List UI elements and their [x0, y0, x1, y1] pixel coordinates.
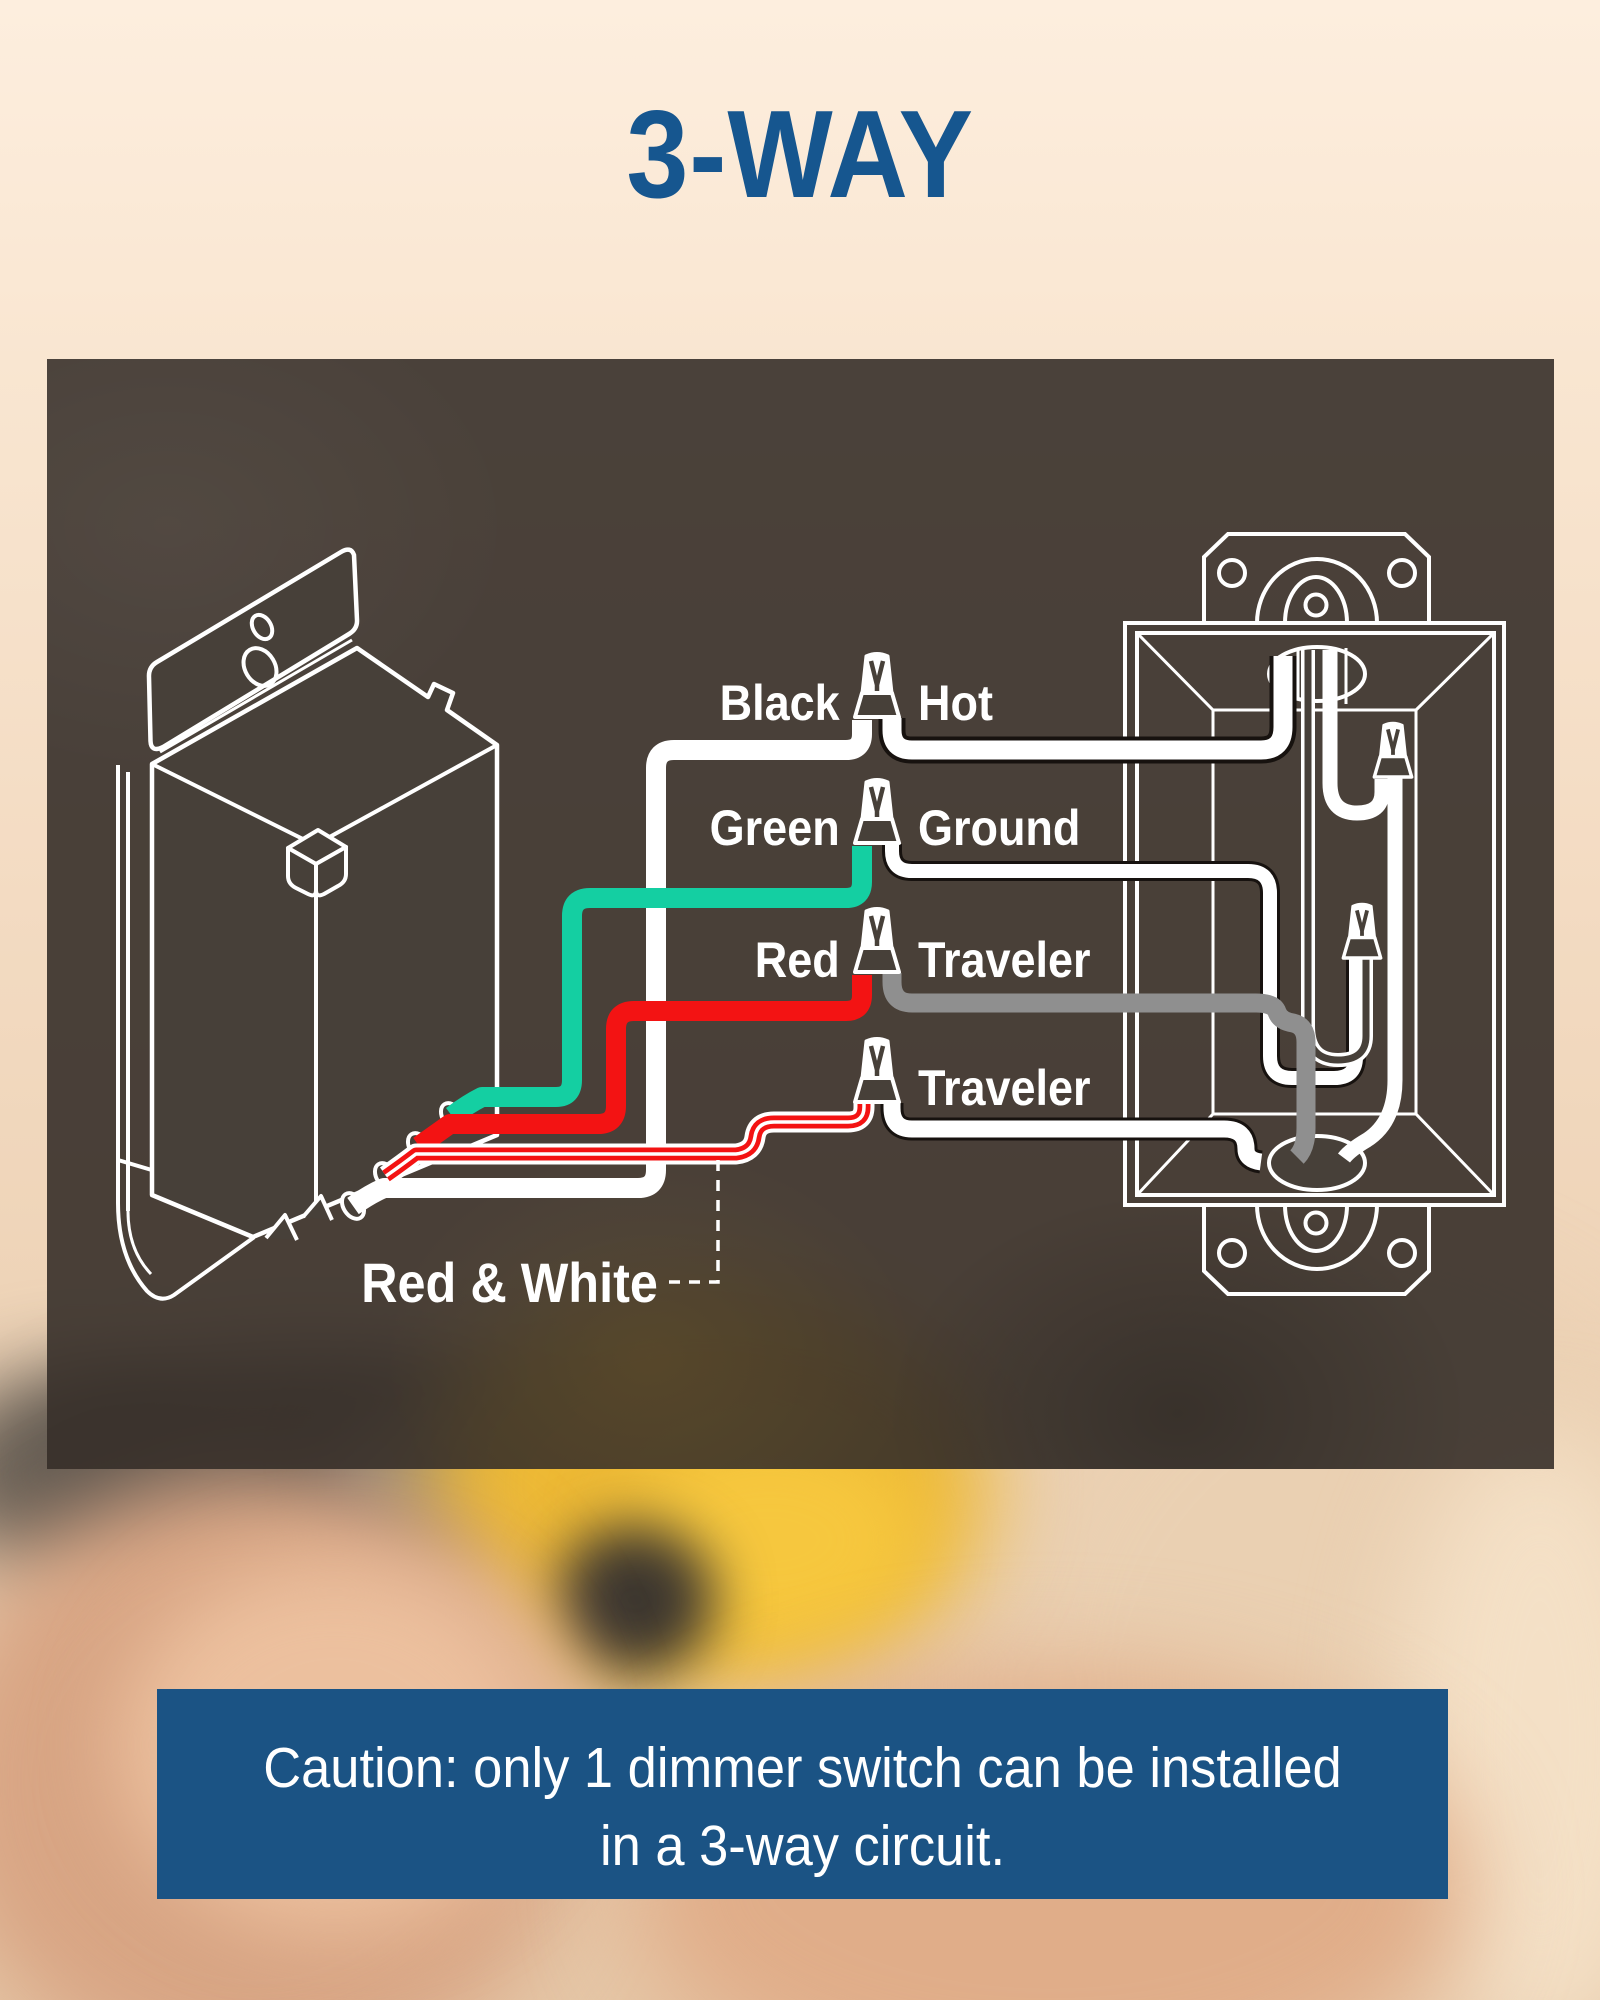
- wire-nut-icon: [855, 909, 899, 973]
- switch-toggle-knob: [286, 828, 348, 898]
- gray-traveler-wire: [882, 972, 1316, 1164]
- wire-label-traveler-1: Traveler: [918, 933, 1091, 989]
- wire-label-hot: Hot: [918, 676, 993, 732]
- box-interior-wire-up: [1322, 650, 1390, 821]
- wire-label-red: Red: [755, 933, 840, 989]
- bracket-screw-hole: [1217, 558, 1247, 588]
- box-bottom-bracket: [1202, 1205, 1431, 1296]
- wire-label-ground: Ground: [918, 801, 1080, 857]
- red-wire: [413, 975, 872, 1155]
- bracket-center-hole: [1303, 1210, 1329, 1236]
- box-outer-rect: [1123, 621, 1506, 1207]
- white-traveler-wire: [883, 1099, 1263, 1171]
- wire-nut-icon: [855, 780, 899, 844]
- hot-wire: [882, 656, 1293, 760]
- switch-bottom-flap: [116, 1157, 255, 1301]
- switch-body: [149, 645, 500, 1240]
- caution-text: Caution: only 1 dimmer switch can be ins…: [209, 1729, 1397, 1885]
- wire-label-black: Black: [720, 676, 841, 732]
- wire-nut-icon: [1372, 721, 1414, 779]
- white-wire: [347, 720, 872, 1215]
- switch-flap-inner-line: [126, 1210, 153, 1276]
- wire-nut-icon: [855, 654, 899, 718]
- box-recess-diagonals: [1135, 631, 1496, 1197]
- dimmer-switch-drawing: [116, 547, 500, 1301]
- wire-labels: Black Hot Green Ground Red Traveler Trav…: [361, 676, 1090, 1315]
- strap-slot-hole: [249, 612, 275, 642]
- caution-banner: Caution: only 1 dimmer switch can be ins…: [157, 1689, 1448, 1899]
- box-inner-rect: [1135, 631, 1496, 1197]
- green-wire: [446, 846, 872, 1125]
- bracket-screw-hole: [1387, 558, 1417, 588]
- wire-nut-icon: [855, 1039, 899, 1103]
- red-white-wire-stripe: [384, 1100, 866, 1178]
- wire-label-green: Green: [710, 801, 840, 857]
- ground-wire: [885, 844, 1363, 1085]
- photo-drill-trigger: [555, 1525, 715, 1675]
- page-title-text: 3-WAY: [626, 86, 974, 224]
- switch-plate-thickness-line: [159, 638, 353, 754]
- bracket-screw-hole: [1387, 1238, 1417, 1268]
- callout-leader-line: [666, 1160, 720, 1284]
- bracket-center-arcs: [1255, 1204, 1379, 1271]
- strap-screw-hole: [241, 646, 279, 688]
- switch-edge-tabs: [264, 1194, 334, 1241]
- page-title: 3-WAY: [0, 84, 1600, 226]
- caution-line-1: Caution: only 1 dimmer switch can be ins…: [263, 1736, 1342, 1800]
- bracket-screw-hole: [1217, 1238, 1247, 1268]
- bracket-center-arcs: [1255, 557, 1379, 624]
- switch-wires: [347, 720, 875, 1215]
- caution-line-2: in a 3-way circuit.: [599, 1814, 1006, 1878]
- bracket-center-hole: [1303, 592, 1329, 618]
- switch-strap-arm: [116, 765, 130, 1211]
- box-interior-wire-down: [1338, 777, 1403, 1163]
- wire-label-red-white-callout: Red & White: [361, 1253, 658, 1315]
- box-wires: [878, 648, 1403, 1174]
- wire-nut-icon: [1341, 902, 1383, 960]
- wire-label-traveler-2: Traveler: [918, 1061, 1091, 1117]
- cable-bundle-lines: [1296, 648, 1348, 704]
- box-top-bracket: [1202, 532, 1431, 623]
